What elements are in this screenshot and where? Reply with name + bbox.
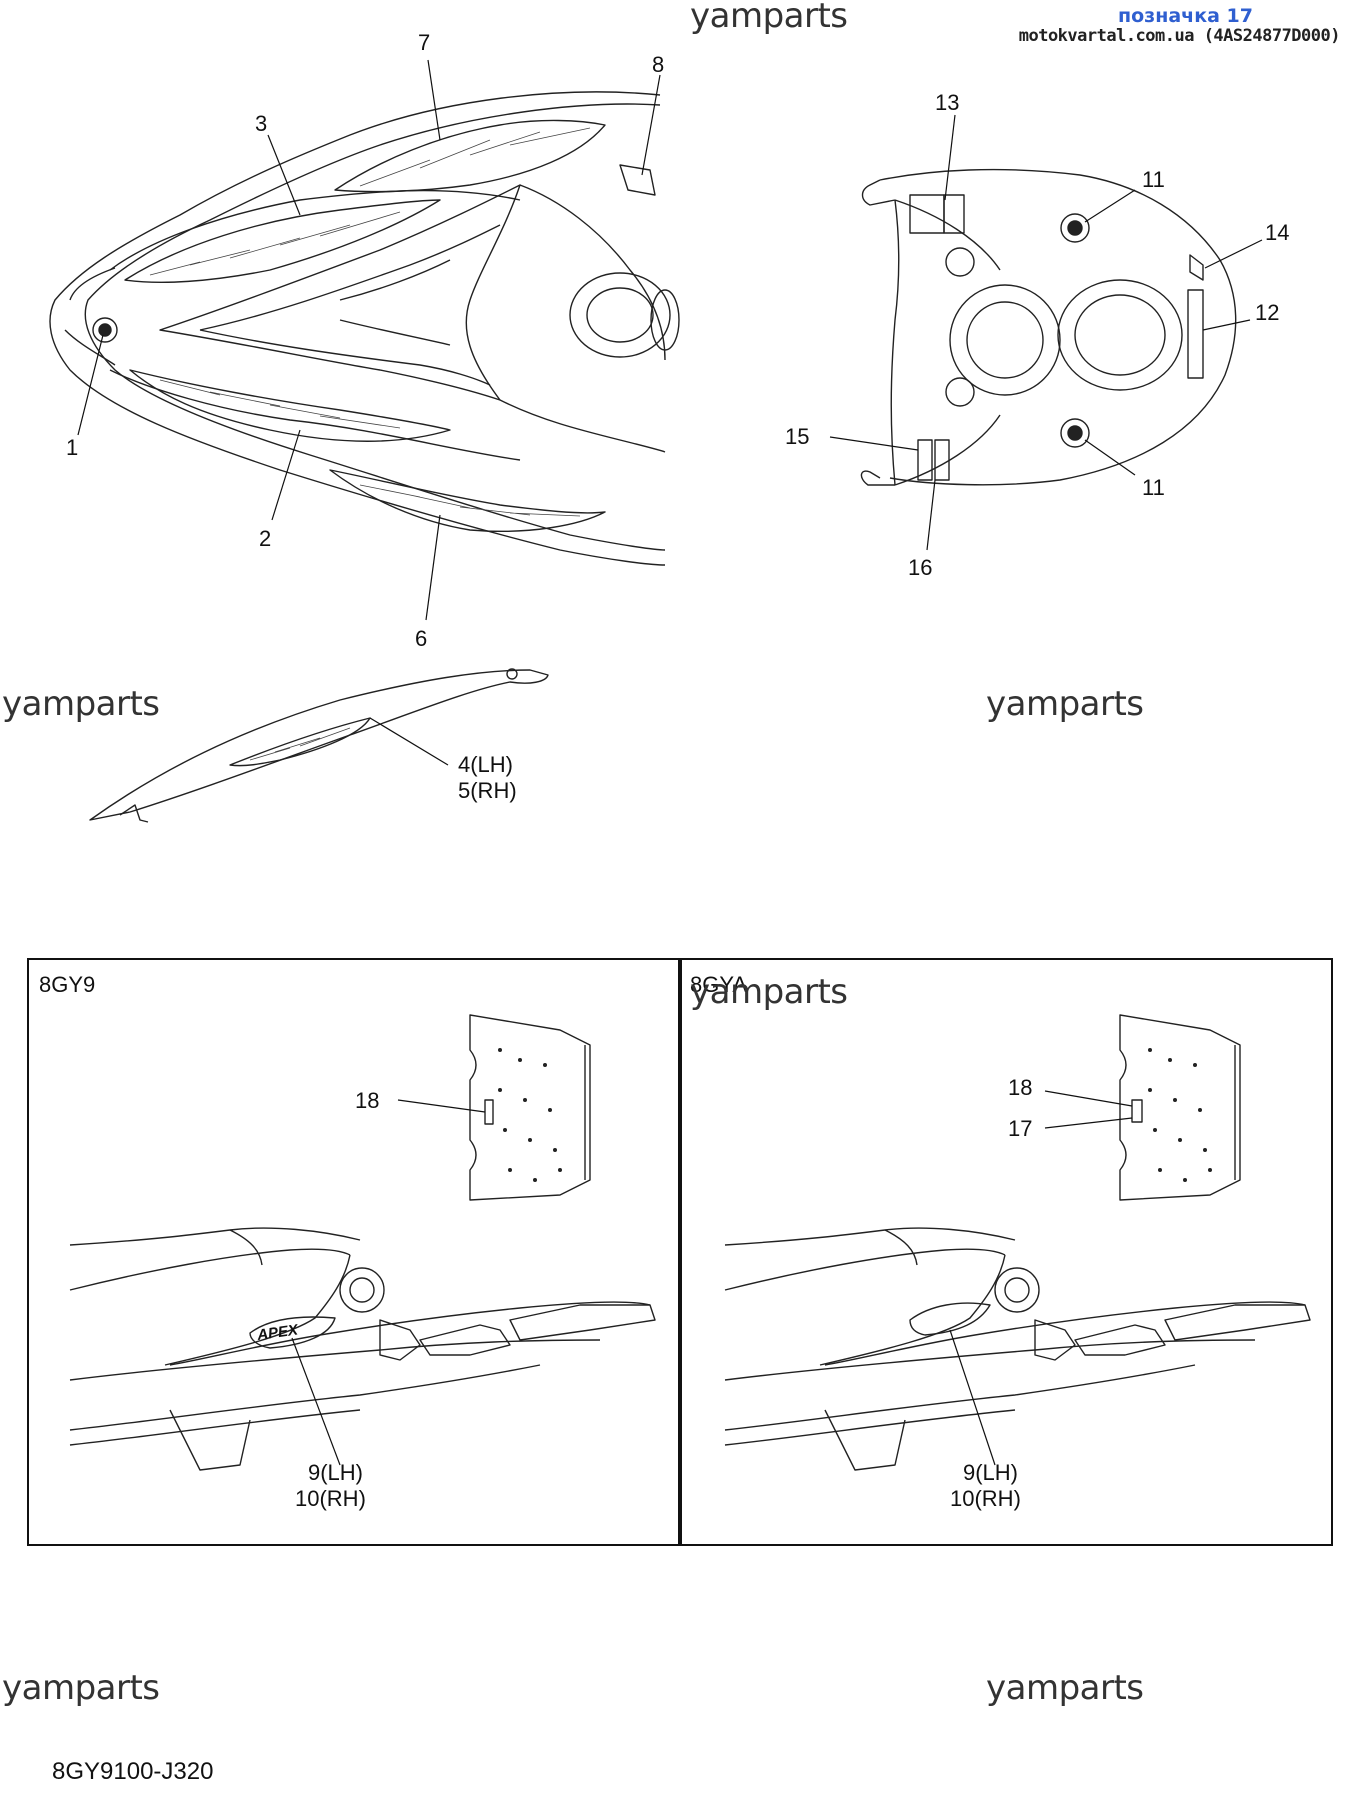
callout-2: 2 <box>259 526 271 551</box>
callout-4-lh: 4(LH) <box>458 752 513 777</box>
callout-18-p1: 18 <box>355 1088 379 1113</box>
callout-9-lh-p2: 9(LH) <box>963 1460 1018 1485</box>
callout-5-rh: 5(RH) <box>458 778 517 803</box>
panel2-drawing <box>724 1014 1311 1471</box>
callout-3: 3 <box>255 111 267 136</box>
page-subtitle: motokvartal.com.ua (4AS24877D000) <box>1018 26 1341 46</box>
callout-12: 12 <box>1255 300 1279 325</box>
callout-10-rh-p2: 10(RH) <box>950 1486 1021 1511</box>
page-title: позначка 17 <box>1118 5 1253 27</box>
callout-9-lh-p1: 9(LH) <box>308 1460 363 1485</box>
callout-16: 16 <box>908 555 932 580</box>
watermark-bottom-right: yamparts <box>986 1668 1144 1708</box>
callout-10-rh-p1: 10(RH) <box>295 1486 366 1511</box>
watermark-mid-right: yamparts <box>986 684 1144 724</box>
panel-label-8gy9: 8GY9 <box>39 972 96 997</box>
side-panel <box>89 668 549 823</box>
panel-label-8gya: 8GYA <box>690 972 748 997</box>
watermark-top: yamparts <box>690 0 848 36</box>
callout-13: 13 <box>935 90 959 115</box>
variant-panel-8gya: 8GYA yamparts <box>678 958 1333 1546</box>
callout-14: 14 <box>1265 220 1289 245</box>
watermark-mid-left: yamparts <box>2 684 160 724</box>
callout-15: 15 <box>785 424 809 449</box>
callout-18-p2: 18 <box>1008 1075 1032 1100</box>
hood-top-view <box>49 91 680 566</box>
callout-11-bottom: 11 <box>1142 475 1165 500</box>
apex-badge-text: APEX <box>255 1321 300 1344</box>
callout-7: 7 <box>418 30 430 55</box>
part-number: 8GY9100-J320 <box>52 1758 214 1785</box>
callout-1: 1 <box>66 435 78 460</box>
callout-17-p2: 17 <box>1008 1116 1032 1141</box>
watermark-bottom-left: yamparts <box>2 1668 160 1708</box>
callout-11-top: 11 <box>1142 167 1165 192</box>
watermark-panel: yamparts <box>690 972 848 1012</box>
callout-8: 8 <box>652 52 664 77</box>
variant-panel-8gy9: 8GY9 <box>27 958 682 1546</box>
callout-6: 6 <box>415 626 427 651</box>
hood-front-view <box>860 168 1237 486</box>
